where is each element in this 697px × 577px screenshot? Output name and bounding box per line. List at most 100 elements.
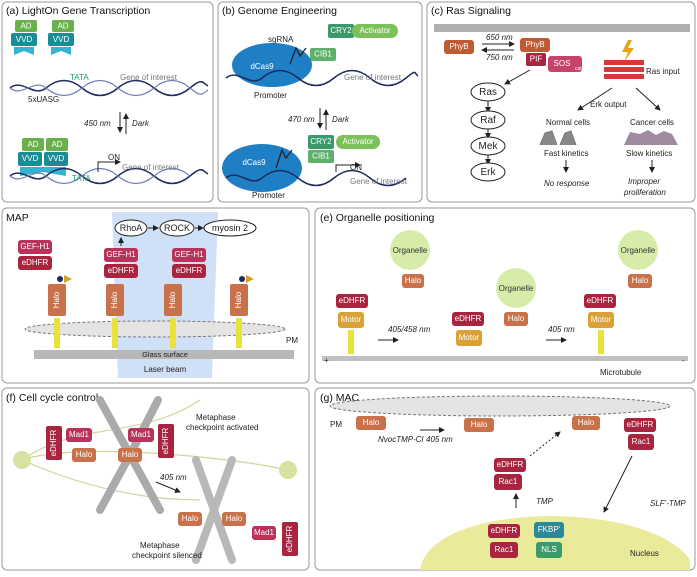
vvd-label-3: VVD [22,154,39,163]
glass-label: Glass surface [142,350,188,359]
mad1-f-1: Mad1 [69,430,90,439]
phyb-label-2: PhyB [525,40,544,49]
dcas9-label: dCas9 [250,62,274,71]
gef-label-2: GEF-H1 [106,250,136,259]
gal4-dbd-icon-2 [51,47,71,55]
light-label-a: 450 nm [84,119,111,128]
sgrna-label: sgRNA [268,35,294,44]
organelle-label-3: Organelle [621,246,656,255]
ad-vvd-dimer-bound: AD AD VVD VVD [18,138,68,176]
slow-kinetics-label: Slow kinetics [626,149,672,158]
ad-label-3: AD [27,140,38,149]
ad-label-4: AD [51,140,62,149]
tmp-label: TMP [536,497,554,506]
myosin-node: myosin 2 [212,223,248,233]
spindle-pole-left [13,451,31,469]
panel-b: (b) Genome Engineering CRY2 Activator CI… [217,1,423,203]
organelle-2 [496,268,536,308]
microtubule [322,356,688,361]
dcas9-label-2: dCas9 [242,158,266,167]
organelle-label-1: Organelle [393,246,428,255]
ad-label: AD [20,22,31,31]
rhoa-node: RhoA [120,223,143,233]
vvd-label-2: VVD [53,35,70,44]
light-label-b: 470 nm [288,115,315,124]
gene-label-b-2: Gene of interest [350,177,408,186]
panel-c: (c) Ras Signaling PhyB 650 nm 750 nm Phy… [426,1,696,203]
halo-e-1: Halo [405,276,422,285]
gef-label: GEF-H1 [20,242,50,251]
panel-b-title: (b) Genome Engineering [222,5,337,17]
halo-g-1: Halo [363,418,380,427]
uasg-label: 5xUASG [28,95,59,104]
light-f: 405 nm [160,473,187,482]
light-e-1: 405/458 nm [388,325,431,334]
panel-a: (a) LightOn Gene Transcription AD VVD AD… [1,1,214,203]
halo-e-2: Halo [508,314,525,323]
phyb-label: PhyB [449,42,468,51]
improper-label-1: Improper [628,177,660,186]
raf-node: Raf [480,115,496,126]
panel-e: (e) Organelle positioning + - Microtubul… [314,207,696,384]
halo-label-1: Halo [52,291,61,308]
sos-label: SOS [554,59,571,68]
vvd-label-4: VVD [48,154,65,163]
edhfr-f-3: eDHFR [285,525,294,552]
ras-node: Ras [479,87,497,98]
on-label-a: ON [108,153,120,162]
dcas9-blob [232,43,312,87]
sgrna-hairpin [289,46,307,65]
dna-helix-b-top [225,69,419,87]
ras-cascade: Ras Raf Mek Erk [470,82,506,182]
organelle-1 [390,230,430,270]
halo-anchor-1: Halo [48,275,72,348]
halo-f-4: Halo [226,514,243,523]
halo-g-3: Halo [578,418,595,427]
activator-label: Activator [359,26,390,35]
panel-a-title: (a) LightOn Gene Transcription [6,5,150,17]
halo-label-4: Halo [234,291,243,308]
plasma-membrane [24,320,286,338]
fast-kinetics-trace [539,130,577,146]
organelle-3 [618,230,658,270]
halo-label-3: Halo [168,291,177,308]
panel-e-title: (e) Organelle positioning [320,212,435,224]
chromosome-2 [192,456,236,564]
slf-label: SLF'-TMP [650,499,686,508]
nls-label: NLS [541,545,557,554]
activated-1: Metaphase [196,413,236,422]
mad1-f-2: Mad1 [131,430,152,439]
edhfr-g-2: eDHFR [497,460,524,469]
cib1-label-2: CIB1 [312,152,330,161]
pm-label: PM [286,336,298,345]
rac1-g-2: Rac1 [499,477,518,486]
tata-label-2: TATA [72,174,91,183]
halo-anchor-4: Halo [230,275,254,348]
silenced-2: checkpoint silenced [132,551,202,560]
edhfr-e-1: eDHFR [339,296,366,305]
gef-label-3: GEF-H1 [174,250,204,259]
edhfr-e-3: eDHFR [587,296,614,305]
rac1-g-1: Rac1 [632,437,651,446]
gal4-dbd-icon [14,47,34,55]
laser-label: Laser beam [144,365,187,374]
on-label-b: ON [350,163,362,172]
halo-f-1: Halo [76,450,93,459]
erk-output-label: Erk output [590,100,627,109]
plus-end-label: + [324,356,329,365]
light-e-2: 405 nm [548,325,575,334]
fkbp-label: FKBP' [538,525,561,534]
halo-f-2: Halo [122,450,139,459]
sos-subscript: cat [575,66,582,72]
activator-label-2: Activator [342,137,373,146]
promoter-label: Promoter [254,91,287,100]
ras-input-label: Ras input [646,67,681,76]
edhfr-e-2: eDHFR [455,314,482,323]
mek-node: Mek [479,141,499,152]
cry2-label-2: CRY2 [310,137,332,146]
membrane-bar [434,24,690,32]
spindle-pole-right [279,461,297,479]
halo-anchor-2: Halo eDHFR GEF-H1 [104,248,138,348]
halo-e-3: Halo [632,276,649,285]
